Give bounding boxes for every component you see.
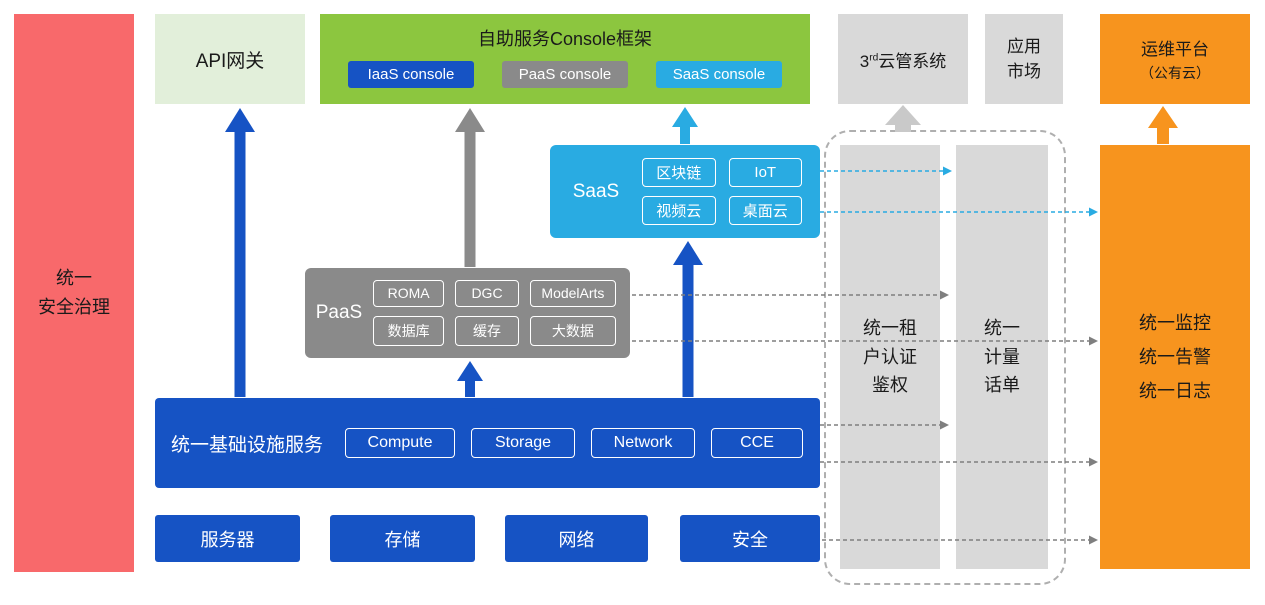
paas-services-grid: ROMA DGC ModelArts 数据库 缓存 大数据 <box>373 280 616 346</box>
console-row: IaaS console PaaS console SaaS console <box>320 61 810 88</box>
saas-layer-label: SaaS <box>572 180 620 202</box>
saas-service-iot: IoT <box>728 158 802 187</box>
paas-service-database: 数据库 <box>373 315 445 346</box>
arrow-shared-to-third-party <box>885 105 921 132</box>
arrow-paas-to-console <box>455 108 485 267</box>
infrastructure-label: 统一基础设施服务 <box>171 434 324 456</box>
paas-service-bigdata: 大数据 <box>529 315 616 346</box>
hardware-network-panel: 网络 <box>505 515 648 562</box>
third-party-cloud-management-panel: 3rd云管系统 <box>838 14 968 104</box>
paas-layer-panel: PaaS ROMA DGC ModelArts 数据库 缓存 大数据 <box>305 268 630 358</box>
saas-console-chip: SaaS console <box>656 61 782 88</box>
infrastructure-service-storage: Storage <box>471 428 576 458</box>
unified-metering-billing-bar: 统一 计量 话单 <box>956 145 1048 569</box>
app-market-panel: 应用 市场 <box>985 14 1063 104</box>
infrastructure-service-compute: Compute <box>345 428 456 458</box>
saas-service-blockchain: 区块链 <box>642 158 716 187</box>
hardware-security-panel: 安全 <box>680 515 820 562</box>
paas-service-roma: ROMA <box>373 280 445 307</box>
iaas-console-chip: IaaS console <box>348 61 474 88</box>
saas-layer-panel: SaaS 区块链 IoT 视频云 桌面云 <box>550 145 820 238</box>
arrow-iaas-to-paas <box>457 361 483 397</box>
arrow-iaas-to-api-gateway <box>225 108 255 397</box>
arrow-iaas-to-saas <box>673 241 703 397</box>
paas-service-cache: 缓存 <box>455 315 519 346</box>
om-platform-title: 运维平台 <box>1141 40 1209 59</box>
paas-layer-label: PaaS <box>315 302 363 323</box>
shared-services-dashed-group <box>824 130 1066 585</box>
api-gateway-panel: API网关 <box>155 14 305 104</box>
console-framework-title: 自助服务Console框架 <box>477 29 653 49</box>
saas-services-grid: 区块链 IoT 视频云 桌面云 <box>642 158 802 225</box>
unified-monitoring-alert-log-bar: 统一监控 统一告警 统一日志 <box>1100 145 1250 569</box>
console-framework-panel: 自助服务Console框架 IaaS console PaaS console … <box>320 14 810 104</box>
paas-console-chip: PaaS console <box>502 61 628 88</box>
arrow-monitor-to-om-platform <box>1148 106 1178 144</box>
saas-service-video-cloud: 视频云 <box>642 196 716 225</box>
paas-service-modelarts: ModelArts <box>529 280 616 307</box>
unified-tenant-auth-bar: 统一租 户认证 鉴权 <box>840 145 940 569</box>
infrastructure-service-network: Network <box>591 428 696 458</box>
paas-service-dgc: DGC <box>455 280 519 307</box>
third-party-label: 3rd云管系统 <box>859 51 947 71</box>
unified-security-governance-panel: 统一 安全治理 <box>14 14 134 572</box>
infrastructure-service-cce: CCE <box>711 428 804 458</box>
hardware-storage-panel: 存储 <box>330 515 475 562</box>
om-platform-subtitle: （公有云） <box>1140 65 1210 81</box>
hardware-server-panel: 服务器 <box>155 515 300 562</box>
om-platform-panel: 运维平台 （公有云） <box>1100 14 1250 104</box>
arrow-saas-to-console <box>672 107 698 144</box>
infrastructure-layer-panel: 统一基础设施服务 Compute Storage Network CCE <box>155 398 820 488</box>
saas-service-desktop-cloud: 桌面云 <box>728 196 802 225</box>
